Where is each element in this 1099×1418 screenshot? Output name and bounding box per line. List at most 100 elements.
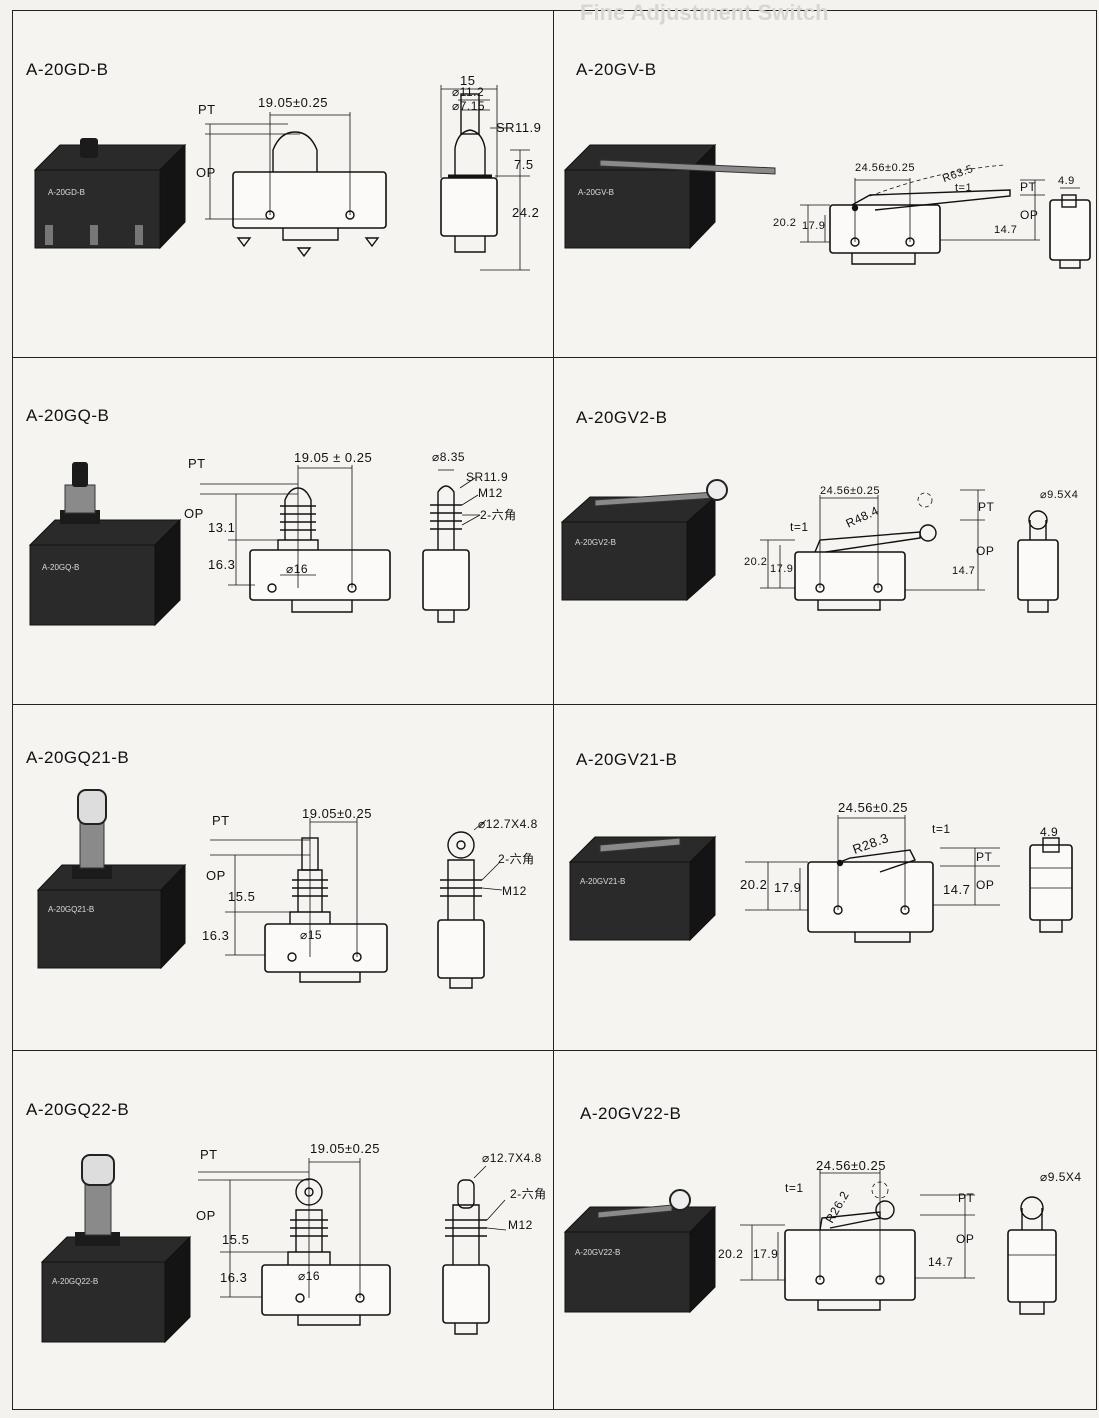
dim-17-9-gv2: 17.9: [770, 563, 794, 575]
dim-hex-gq21: 2-六角: [498, 852, 535, 866]
model-title-gv21: A-20GV21-B: [576, 750, 678, 769]
svg-text:A-20GV22-B: A-20GV22-B: [575, 1248, 620, 1257]
dim-14-7-gv2: 14.7: [952, 565, 976, 577]
dim-17-9-gv21: 17.9: [774, 880, 802, 895]
model-title-gv2: A-20GV2-B: [576, 408, 668, 427]
model-title-gq: A-20GQ-B: [26, 406, 110, 425]
photo-gq21: A-20GQ21-B: [36, 789, 187, 970]
header-ghost-text: Fine Adjustment Switch: [580, 0, 829, 25]
dim-7-5-gd: 7.5: [514, 157, 534, 172]
label-pt-gv2: PT: [978, 500, 995, 514]
dim-20-2-gv2: 20.2: [744, 556, 768, 568]
svg-text:A-20GV21-B: A-20GV21-B: [580, 877, 625, 886]
photo-gq: A-20GQ-B: [28, 462, 182, 627]
label-op-gd: OP: [196, 165, 216, 180]
dim-24-2-gd: 24.2: [512, 205, 540, 220]
dim-20-2-gv: 20.2: [773, 217, 797, 229]
dim-14-7-gv21: 14.7: [943, 882, 971, 897]
photo-gv2: A-20GV2-B: [560, 479, 728, 602]
row-divider-2: [12, 704, 1097, 705]
svg-text:A-20GD-B: A-20GD-B: [48, 188, 85, 197]
model-title-gq22: A-20GQ22-B: [26, 1100, 130, 1119]
photo-gq22: A-20GQ22-B: [40, 1154, 192, 1344]
svg-text:A-20GQ21-B: A-20GQ21-B: [48, 905, 94, 914]
dim-13-1-gq: 13.1: [208, 520, 236, 535]
model-title-gv: A-20GV-B: [576, 60, 657, 79]
label-op-gq22: OP: [196, 1208, 216, 1223]
dim-4-9-gv21: 4.9: [1040, 825, 1059, 839]
dim-pitch-gv: 24.56±0.25: [855, 162, 915, 174]
dim-pitch-gq: 19.05 ± 0.25: [294, 450, 373, 465]
dim-20-2-gv22: 20.2: [718, 1247, 744, 1261]
dim-sr-gd: SR11.9: [496, 120, 542, 135]
photo-gv22: A-20GV22-B: [563, 1189, 717, 1314]
column-divider: [553, 10, 554, 1410]
row-divider-1: [12, 357, 1097, 358]
dim-m12-gq22: M12: [508, 1218, 533, 1232]
dim-roller-gq22: ⌀12.7X4.8: [482, 1151, 542, 1165]
label-op-gv: OP: [1020, 208, 1039, 222]
photo-gv: A-20GV-B: [563, 143, 776, 250]
label-pt-gd: PT: [198, 102, 216, 117]
svg-text:A-20GV-B: A-20GV-B: [578, 188, 614, 197]
dim-width-gd: 15: [460, 73, 476, 88]
dim-14-7-gv: 14.7: [994, 224, 1018, 236]
label-op-gv2: OP: [976, 544, 995, 558]
photo-gv21: A-20GV21-B: [568, 835, 717, 942]
dim-pitch-gv2: 24.56±0.25: [820, 485, 880, 497]
model-title-gv22: A-20GV22-B: [580, 1104, 682, 1123]
label-op-gv21: OP: [976, 878, 995, 892]
dim-15-5-gq22: 15.5: [222, 1232, 250, 1247]
dim-17-9-gv22: 17.9: [753, 1247, 779, 1261]
dim-hex-gq22: 2-六角: [510, 1187, 547, 1201]
dim-pitch-gv21: 24.56±0.25: [838, 800, 908, 815]
dim-14-7-gv22: 14.7: [928, 1255, 954, 1269]
dim-20-2-gv21: 20.2: [740, 877, 768, 892]
dim-pitch-gq21: 19.05±0.25: [302, 806, 372, 821]
label-pt-gv22: PT: [958, 1191, 975, 1205]
label-op-gq: OP: [184, 506, 204, 521]
svg-text:A-20GQ22-B: A-20GQ22-B: [52, 1277, 98, 1286]
label-pt-gq21: PT: [212, 813, 230, 828]
label-pt-gq22: PT: [200, 1147, 218, 1162]
label-op-gv22: OP: [956, 1232, 975, 1246]
dim-4-9-gv: 4.9: [1058, 175, 1075, 187]
dim-pitch-gq22: 19.05±0.25: [310, 1141, 380, 1156]
label-pt-gv: PT: [1020, 180, 1037, 194]
dim-dia1-gd: ⌀11.2: [452, 85, 485, 99]
dim-16-3-gq: 16.3: [208, 557, 236, 572]
dim-17-9-gv: 17.9: [802, 220, 826, 232]
dim-15-5-gq21: 15.5: [228, 889, 256, 904]
label-pt-gv21: PT: [976, 850, 993, 864]
dim-t-gv2: t=1: [790, 520, 809, 534]
dim-16-3-gq22: 16.3: [220, 1270, 248, 1285]
label-pt-gq: PT: [188, 456, 206, 471]
dim-hex-gq: 2-六角: [480, 508, 517, 522]
dim-m12-gq21: M12: [502, 884, 527, 898]
svg-text:A-20GQ-B: A-20GQ-B: [42, 563, 79, 572]
model-title-gq21: A-20GQ21-B: [26, 748, 130, 767]
dim-roller-gv22: ⌀9.5X4: [1040, 1170, 1082, 1184]
dim-sr-gq: SR11.9: [466, 470, 509, 484]
dim-pitch-gd: 19.05±0.25: [258, 95, 328, 110]
svg-text:A-20GV2-B: A-20GV2-B: [575, 538, 616, 547]
photo-gd: A-20GD-B: [33, 138, 187, 250]
dim-dia16-gq: ⌀16: [286, 562, 309, 576]
model-title-gd: A-20GD-B: [26, 60, 109, 79]
dim-roller-gq21: ⌀12.7X4.8: [478, 817, 538, 831]
row-divider-3: [12, 1050, 1097, 1051]
dim-t-gv21: t=1: [932, 822, 951, 836]
dim-16-3-gq21: 16.3: [202, 928, 230, 943]
dim-dia2-gd: ⌀7.15: [452, 99, 486, 113]
dim-dia835-gq: ⌀8.35: [432, 450, 466, 464]
dim-m12-gq: M12: [478, 486, 503, 500]
label-op-gq21: OP: [206, 868, 226, 883]
dim-dia16-gq22: ⌀16: [298, 1269, 321, 1283]
